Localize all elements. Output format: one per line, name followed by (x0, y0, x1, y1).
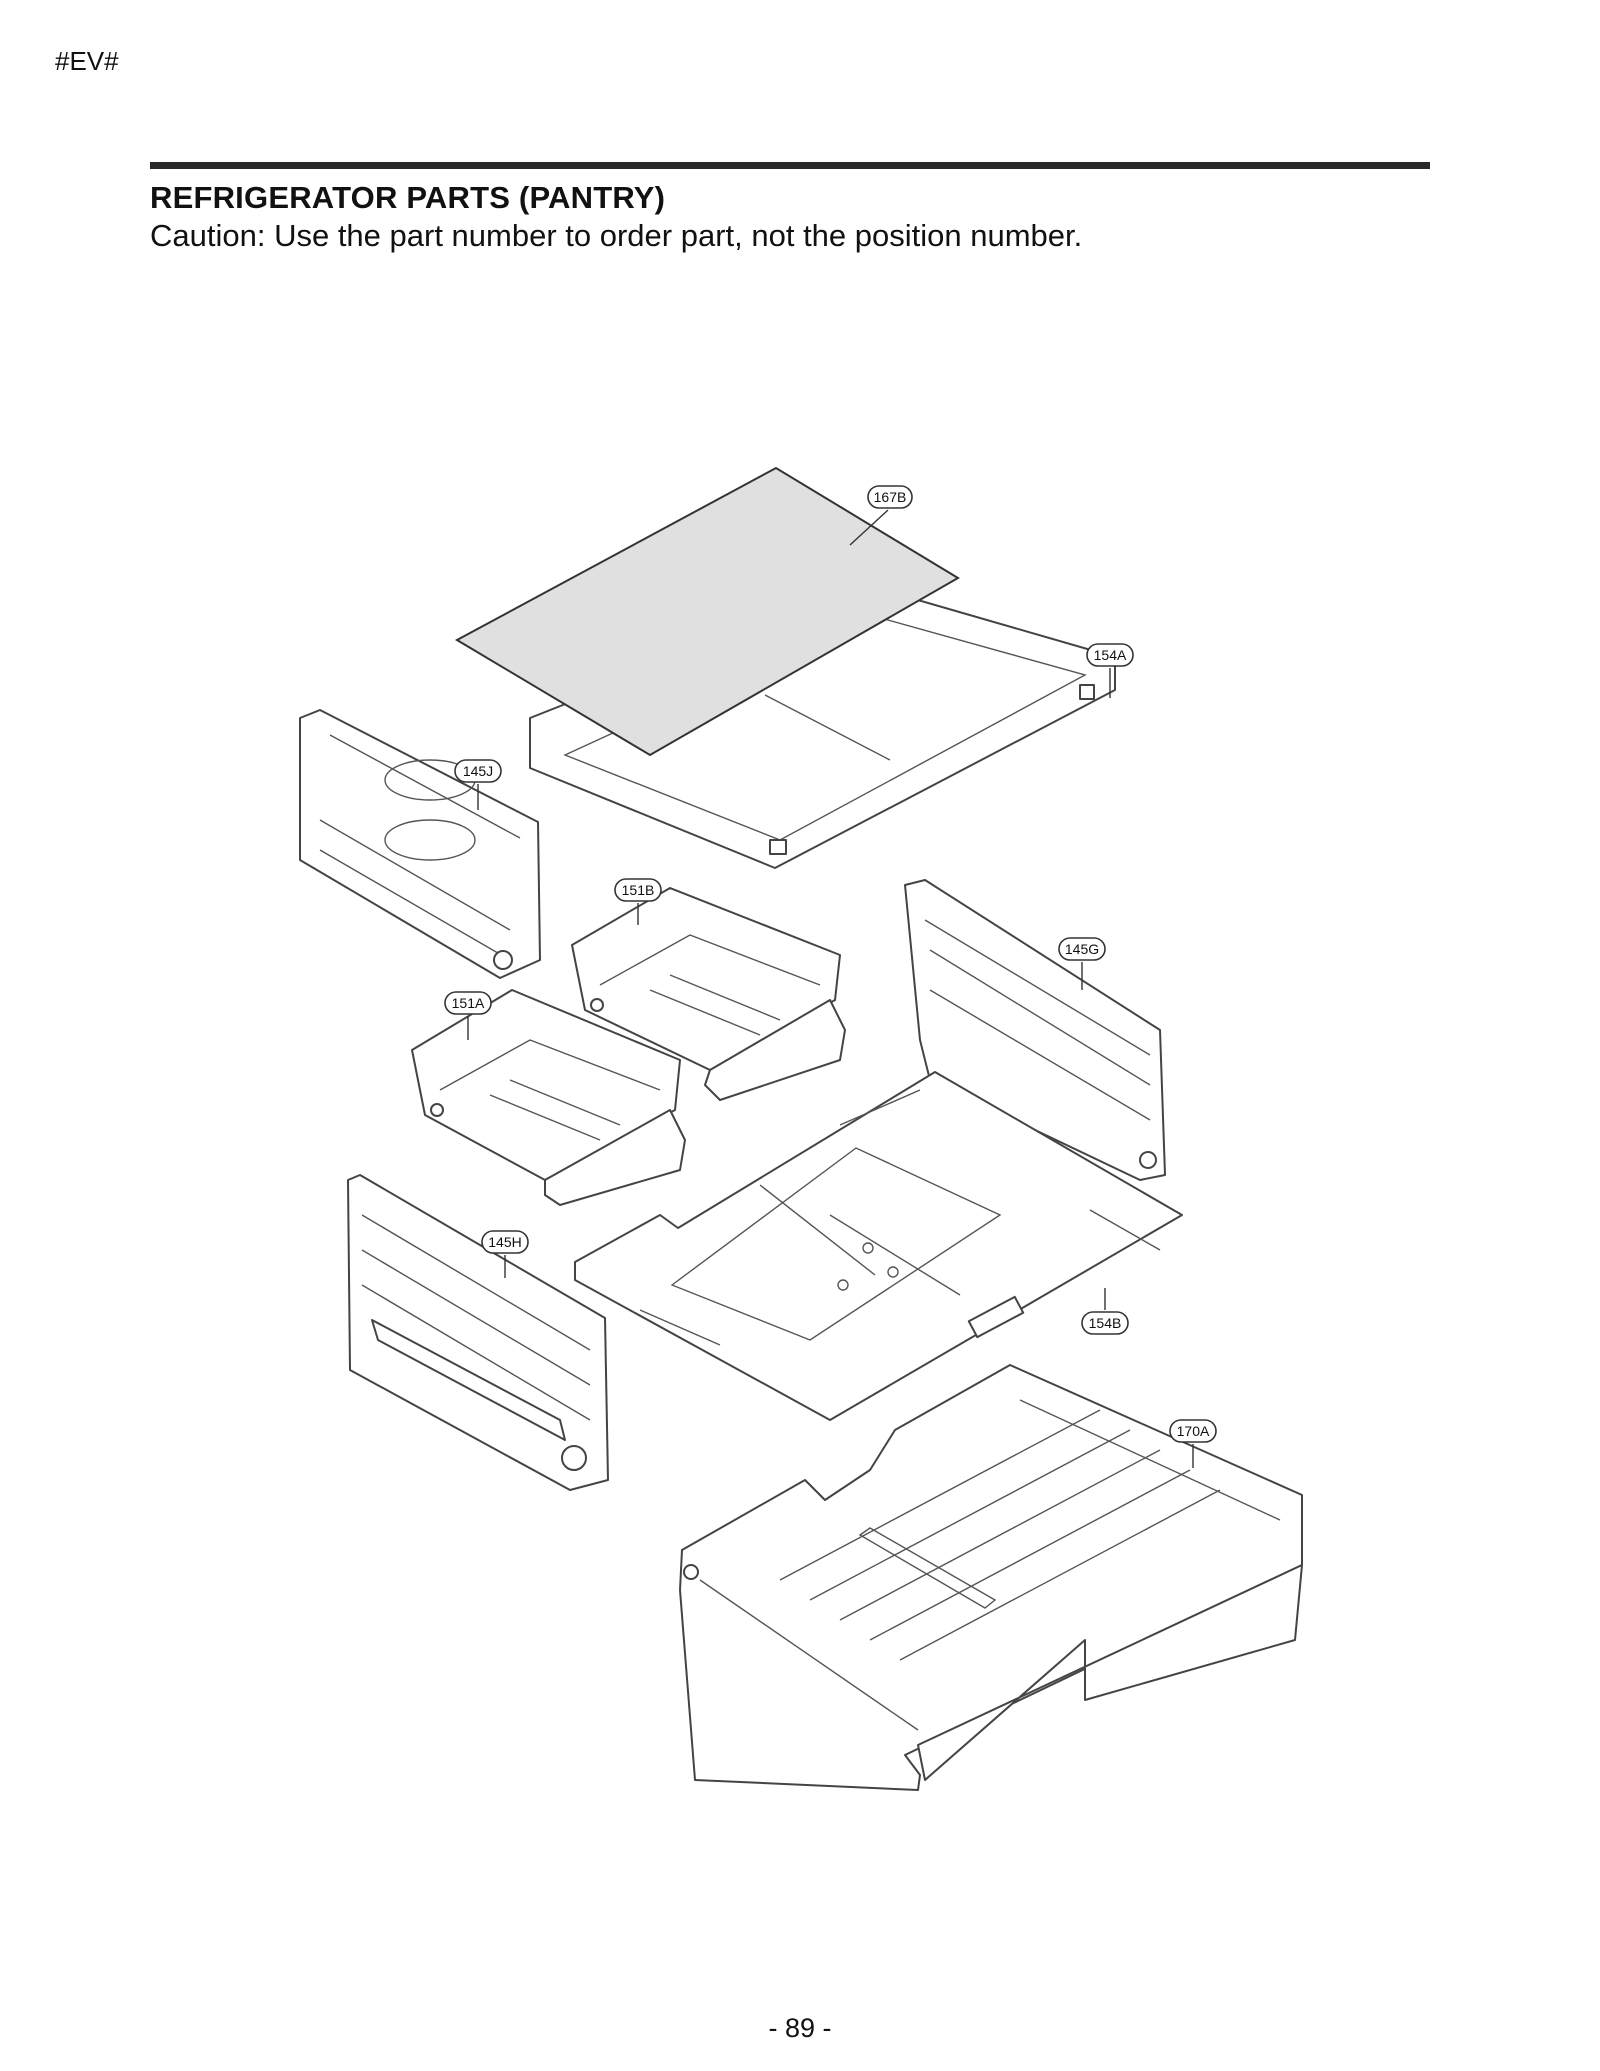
document-code: #EV# (55, 46, 119, 76)
crisper-bin-151b (571, 887, 846, 1101)
callout-label: 151B (622, 882, 655, 898)
callout-154b: 154B (1081, 1311, 1129, 1335)
crisper-bin-151a (411, 989, 686, 1206)
callout-154a: 154A (1086, 643, 1134, 667)
callout-label: 145G (1065, 941, 1099, 957)
callout-151b: 151B (614, 878, 662, 902)
page-number: - 89 - (768, 2013, 832, 2043)
callout-label: 154B (1089, 1315, 1122, 1331)
callout-170a: 170A (1169, 1419, 1217, 1443)
shelf-frame-154a (529, 584, 1116, 869)
shelf-plate-154b (574, 1071, 1183, 1421)
callout-leaders (467, 509, 1194, 1468)
callout-label: 151A (452, 995, 485, 1011)
callout-145h: 145H (481, 1230, 529, 1254)
pantry-drawer-170a (679, 1364, 1303, 1791)
caution-note: Caution: Use the part number to order pa… (150, 218, 1083, 253)
callout-label: 167B (874, 489, 907, 505)
page-title: REFRIGERATOR PARTS (PANTRY) (150, 180, 666, 215)
callout-145j: 145J (454, 759, 502, 783)
callout-167b: 167B (867, 485, 913, 509)
callout-151a: 151A (444, 991, 492, 1015)
side-bracket-145j (299, 709, 541, 979)
side-bracket-145g (904, 879, 1166, 1181)
callout-label: 154A (1094, 647, 1127, 663)
callout-label: 145H (488, 1234, 521, 1250)
header-rule (150, 162, 1430, 169)
callout-label: 170A (1177, 1423, 1210, 1439)
callout-145g: 145G (1058, 937, 1106, 961)
side-bracket-145h (347, 1174, 609, 1491)
glass-shelf-167b (454, 466, 960, 757)
callout-label: 145J (463, 763, 493, 779)
